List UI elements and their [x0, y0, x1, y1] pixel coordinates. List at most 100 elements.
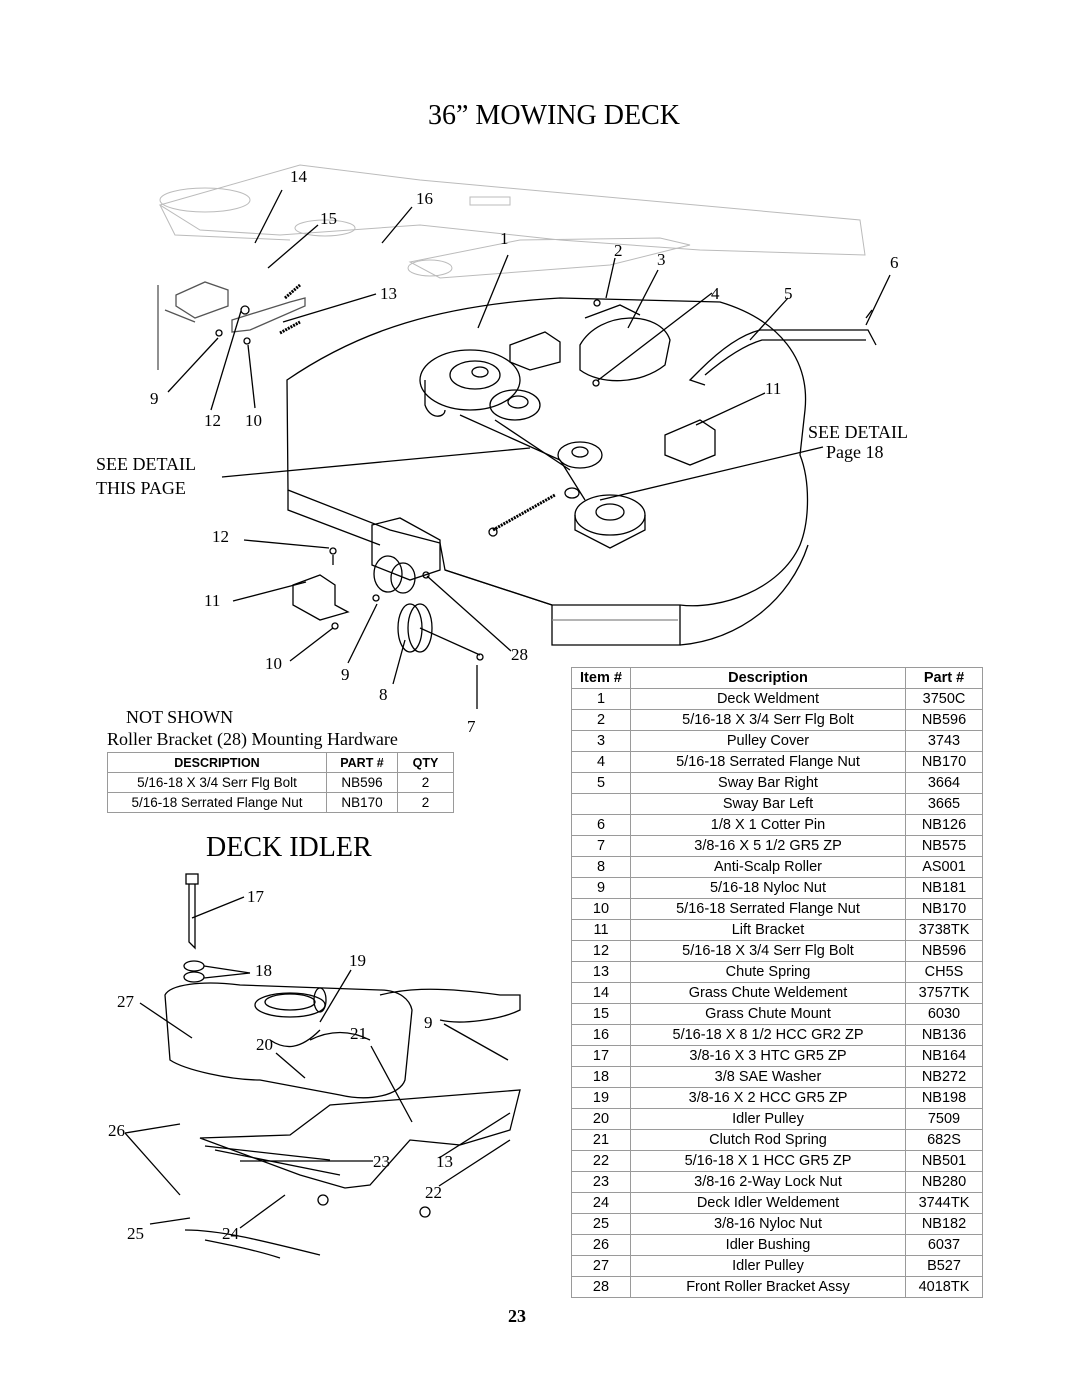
table-header-row: Item # Description Part #	[571, 667, 983, 689]
cell: 3/8-16 Nyloc Nut	[630, 1213, 906, 1235]
cell: 682S	[905, 1129, 983, 1151]
label-20: 20	[256, 1035, 273, 1054]
cell: 17	[571, 1045, 631, 1067]
see-detail-this-page-line2: THIS PAGE	[96, 478, 186, 498]
cell: 3744TK	[905, 1192, 983, 1214]
cell: Pulley Cover	[630, 730, 906, 752]
cell: Deck Idler Weldement	[630, 1192, 906, 1214]
cell: 3738TK	[905, 919, 983, 941]
cell: 6037	[905, 1234, 983, 1256]
cell: 1/8 X 1 Cotter Pin	[630, 814, 906, 836]
idler-leader-lines	[124, 896, 511, 1229]
not-shown-hardware-table: DESCRIPTION PART # QTY 5/16-18 X 3/4 Ser…	[107, 752, 454, 813]
label-19: 19	[349, 951, 366, 970]
cell: Sway Bar Right	[630, 772, 906, 794]
cell: Clutch Rod Spring	[630, 1129, 906, 1151]
cell: 23	[571, 1171, 631, 1193]
label-4: 4	[711, 284, 720, 303]
label-12: 12	[204, 411, 221, 430]
not-shown-heading: NOT SHOWN	[126, 707, 234, 727]
column-header-part: Part #	[905, 667, 983, 689]
cell: Grass Chute Weldement	[630, 982, 906, 1004]
label-9-idler: 9	[424, 1013, 433, 1032]
pulleys-outline	[215, 283, 877, 661]
cell: 3757TK	[905, 982, 983, 1004]
cell: 3743	[905, 730, 983, 752]
cell: Anti-Scalp Roller	[630, 856, 906, 878]
cell: 8	[571, 856, 631, 878]
cell: AS001	[905, 856, 983, 878]
cell: NB198	[905, 1087, 983, 1109]
cell: 25	[571, 1213, 631, 1235]
cell: Sway Bar Left	[630, 793, 906, 815]
cell: 3664	[905, 772, 983, 794]
label-24: 24	[222, 1224, 239, 1243]
cell: 27	[571, 1255, 631, 1277]
cell: NB501	[905, 1150, 983, 1172]
label-9: 9	[150, 389, 159, 408]
cell: 2	[571, 709, 631, 731]
cell: 19	[571, 1087, 631, 1109]
label-1: 1	[500, 229, 509, 248]
not-shown-subheading: Roller Bracket (28) Mounting Hardware	[107, 729, 398, 749]
chute-mount-outline	[157, 281, 306, 370]
label-7: 7	[467, 717, 476, 736]
cell: 13	[571, 961, 631, 983]
label-12-lower: 12	[212, 527, 229, 546]
see-detail-this-page-line1: SEE DETAIL	[96, 454, 197, 474]
cell: 3/8-16 X 3 HTC GR5 ZP	[630, 1045, 906, 1067]
grass-chute-outline	[158, 164, 866, 279]
cell: 5/16-18 Serrated Flange Nut	[630, 898, 906, 920]
deck-leader-lines	[167, 189, 891, 709]
cell: CH5S	[905, 961, 983, 983]
label-11-lower: 11	[204, 591, 221, 610]
cell: 3/8-16 X 5 1/2 GR5 ZP	[630, 835, 906, 857]
column-header: PART #	[326, 752, 398, 773]
cell: Lift Bracket	[630, 919, 906, 941]
label-13: 13	[380, 284, 397, 303]
cell: 20	[571, 1108, 631, 1130]
cell: NB596	[326, 772, 398, 793]
cell: 5/16-18 Serrated Flange Nut	[107, 792, 327, 813]
cell: 6	[571, 814, 631, 836]
cell: 5/16-18 Nyloc Nut	[630, 877, 906, 899]
cell: NB596	[905, 940, 983, 962]
cell: 11	[571, 919, 631, 941]
label-23: 23	[373, 1152, 390, 1171]
label-11: 11	[765, 379, 782, 398]
cell: 24	[571, 1192, 631, 1214]
cell: NB126	[905, 814, 983, 836]
cell: 3/8 SAE Washer	[630, 1066, 906, 1088]
cell: 5/16-18 X 8 1/2 HCC GR2 ZP	[630, 1024, 906, 1046]
label-14: 14	[290, 167, 307, 186]
column-header: DESCRIPTION	[107, 752, 327, 773]
cell: 26	[571, 1234, 631, 1256]
deck-weldment-outline	[286, 297, 809, 646]
cell: Chute Spring	[630, 961, 906, 983]
cell: NB136	[905, 1024, 983, 1046]
cell: 18	[571, 1066, 631, 1088]
